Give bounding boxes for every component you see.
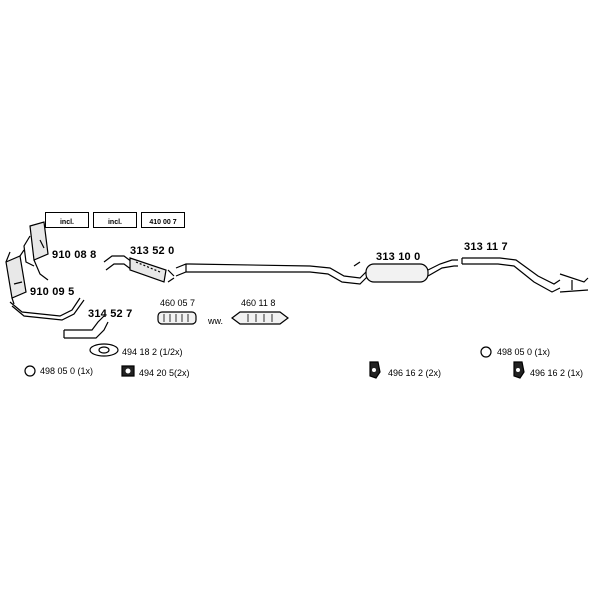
kit-box-incl-2-label: incl.	[94, 218, 136, 227]
hardware-label-496162-right: 496 16 2 (1x)	[530, 368, 584, 378]
kit-box-410007-label: 410 00 7	[142, 218, 184, 227]
flex-pipe-313520	[103, 255, 175, 283]
clamp-460057	[157, 311, 197, 325]
part-label-313100: 313 10 0	[376, 251, 421, 263]
kit-box-410007: 410 00 7	[141, 212, 185, 228]
hardware-label-494205: 494 20 5(2x)	[139, 368, 190, 378]
kit-box-incl-1: incl.	[45, 212, 89, 228]
kit-box-incl-1-label: incl.	[46, 218, 88, 227]
middle-pipe	[175, 263, 369, 285]
part-label-910088: 910 08 8	[52, 249, 97, 261]
middle-silencer-313100	[353, 259, 458, 283]
rubber-mount-494205	[121, 365, 135, 377]
part-label-460118: 460 11 8	[241, 298, 276, 308]
clamp-ring-498050-right	[480, 346, 492, 358]
catalytic-converter-upper	[23, 221, 49, 281]
clamp-ring-498050-left	[24, 365, 36, 377]
kit-box-incl-2: incl.	[93, 212, 137, 228]
down-pipe	[9, 297, 85, 321]
clamp-460118	[231, 311, 289, 325]
part-label-460057: 460 05 7	[160, 298, 196, 308]
rubber-mount-496162-mid	[369, 361, 381, 379]
catalytic-converter-lower	[5, 249, 27, 305]
hardware-label-496162-mid: 496 16 2 (2x)	[388, 368, 442, 378]
part-label-313520: 313 52 0	[130, 245, 175, 257]
part-label-313117: 313 11 7	[464, 241, 508, 253]
rear-pipe-313117	[461, 257, 589, 293]
part-label-314527: 314 52 7	[88, 308, 133, 320]
part-label-910095: 910 09 5	[30, 286, 75, 298]
hardware-label-498050-right: 498 05 0 (1x)	[497, 347, 551, 357]
rubber-mount-496162-right	[513, 361, 525, 379]
hardware-label-498050-left: 498 05 0 (1x)	[40, 366, 94, 376]
pipe-314527	[63, 315, 109, 339]
hardware-label-494182: 494 18 2 (1/2x)	[122, 347, 183, 357]
ww-note: ww.	[208, 316, 224, 326]
gasket-494182	[89, 343, 119, 357]
